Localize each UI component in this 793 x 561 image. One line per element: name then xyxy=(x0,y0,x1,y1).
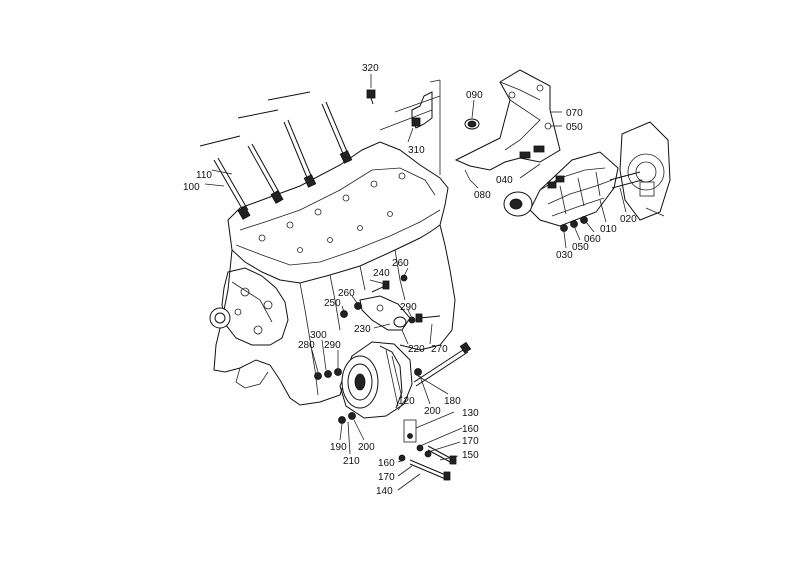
callout-030: 030 xyxy=(556,250,573,261)
callout-290-lower: 290 xyxy=(324,340,341,351)
callout-200-left: 200 xyxy=(358,442,375,453)
callout-080: 080 xyxy=(474,190,491,201)
callout-050-upper: 050 xyxy=(566,122,583,133)
callout-040: 040 xyxy=(496,175,513,186)
callout-110: 110 xyxy=(196,170,212,181)
callout-270: 270 xyxy=(431,344,448,355)
callout-170-right: 170 xyxy=(462,436,479,447)
starter-bracket xyxy=(454,69,561,181)
flywheel-housing xyxy=(619,121,671,221)
callout-170-left: 170 xyxy=(378,472,395,483)
callout-310: 310 xyxy=(408,145,425,156)
callout-320: 320 xyxy=(362,63,379,74)
callout-160-left: 160 xyxy=(378,458,395,469)
callout-010: 010 xyxy=(600,224,617,235)
callout-180: 180 xyxy=(444,396,461,407)
callout-070: 070 xyxy=(566,108,583,119)
callout-150: 150 xyxy=(462,450,479,461)
glow-plug-4 xyxy=(267,91,353,164)
starter-motor xyxy=(503,151,643,232)
hardware-upper xyxy=(340,274,408,318)
callout-260-right: 260 xyxy=(392,258,409,269)
callout-260-left: 260 xyxy=(338,288,355,299)
hardware-lower xyxy=(314,368,422,424)
callout-100: 100 xyxy=(183,182,200,193)
callout-090: 090 xyxy=(466,90,483,101)
bolts-140-150 xyxy=(398,444,457,481)
callout-200-right: 200 xyxy=(424,406,441,417)
callout-230: 230 xyxy=(354,324,371,335)
callout-labels: 320 310 090 070 050 080 040 020 010 060 … xyxy=(183,63,637,497)
callout-190: 190 xyxy=(330,442,347,453)
callout-020: 020 xyxy=(620,214,637,225)
callout-160-right: 160 xyxy=(462,424,479,435)
bracket-310 xyxy=(366,79,441,175)
callout-120: 120 xyxy=(398,396,415,407)
callout-240: 240 xyxy=(373,268,390,279)
callout-210: 210 xyxy=(343,456,360,467)
callout-290-upper: 290 xyxy=(400,302,417,313)
glow-plug-1 xyxy=(199,135,251,220)
engine-block xyxy=(209,141,456,406)
leader-lines xyxy=(204,74,627,491)
alternator xyxy=(339,341,417,443)
callout-050-lower: 050 xyxy=(572,242,589,253)
callout-300: 300 xyxy=(310,330,327,341)
callout-220: 220 xyxy=(408,344,425,355)
callout-280: 280 xyxy=(298,340,315,351)
callout-140: 140 xyxy=(376,486,393,497)
glow-plugs xyxy=(199,91,353,220)
glow-plug-3 xyxy=(237,109,317,188)
callout-060: 060 xyxy=(584,234,601,245)
callout-250: 250 xyxy=(324,298,341,309)
callout-130: 130 xyxy=(462,408,479,419)
tension-bracket xyxy=(359,295,441,331)
glow-plug-2 xyxy=(247,143,284,204)
